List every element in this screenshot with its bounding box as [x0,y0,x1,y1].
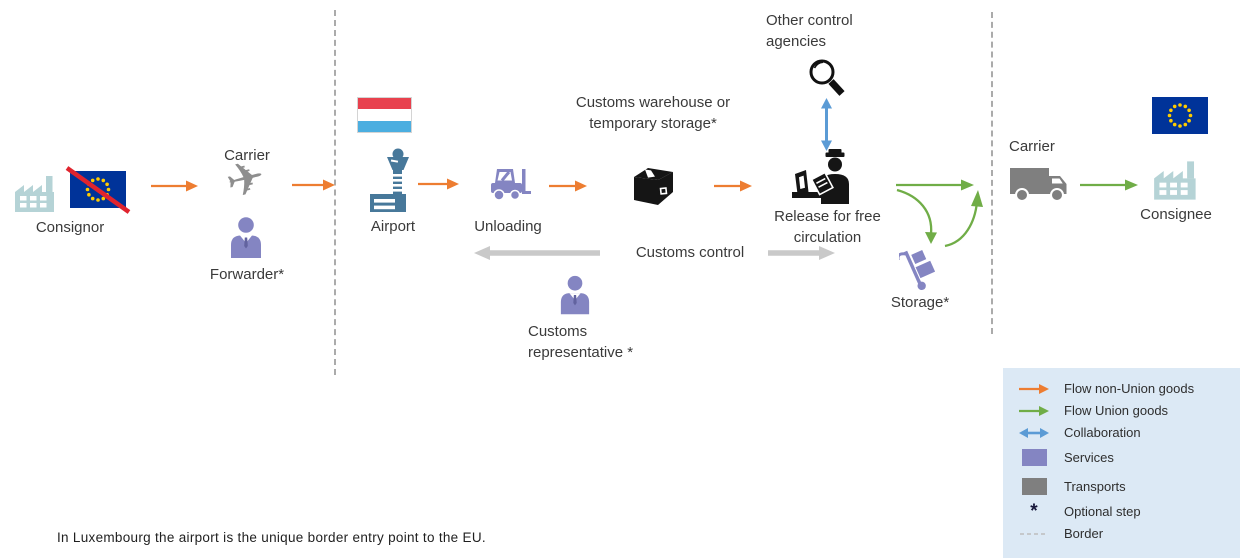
consignee-label: Consignee [1140,206,1212,223]
blue-double-arrow-icon [1017,427,1051,439]
eu-flag-crossed-icon [65,166,131,214]
border-line-right [991,12,993,334]
truck-icon [1010,163,1070,203]
other-control-agencies-label: Other control agencies [766,12,853,50]
magnifier-icon [806,57,848,100]
forwarder-label: Forwarder* [209,266,285,283]
unloading-label: Unloading [474,218,542,235]
green-arrow-icon [1017,405,1051,417]
legend-label: Optional step [1064,504,1141,519]
hand-truck-icon [899,246,941,292]
customs-representative-label: Customs representative * [528,323,634,361]
storage-label: Storage* [890,294,950,311]
consignee-factory-icon [1152,160,1202,200]
collaboration-arrow [820,98,833,151]
airplane-icon: ✈ [220,149,270,209]
consignor-label: Consignor [35,219,105,236]
luxembourg-flag-icon [357,97,412,133]
forklift-icon [486,164,532,202]
flow-arrow-unloading-warehouse [549,180,587,192]
footnote: In Luxembourg the airport is the unique … [57,530,486,545]
legend-label: Collaboration [1064,425,1141,440]
airport-label: Airport [370,218,416,235]
legend-label: Services [1064,450,1114,465]
transport-arrow-left [474,246,600,260]
union-flow-arrow-straight [896,179,974,191]
consignor-factory-icon [13,175,60,212]
release-label: Release for free circulation [774,208,881,246]
airport-tower-icon [370,148,416,212]
legend-row-collaboration: Collaboration [1017,425,1240,440]
carrier-air-label: Carrier [224,147,270,164]
flow-arrow-warehouse-release [714,180,752,192]
transport-arrow-right [768,246,835,260]
legend-row-border: Border [1017,526,1240,541]
legend-row-transports: Transports [1017,478,1240,495]
border-line-left [334,10,336,375]
customs-representative-person-icon [559,275,591,315]
legend: Flow non-Union goods Flow Union goods Co… [1003,368,1240,558]
flow-arrow-carrier-airport [292,179,335,191]
dashed-line-icon [1017,532,1051,536]
orange-arrow-icon [1017,383,1051,395]
carrier-road-label: Carrier [1009,138,1055,155]
warehouse-label: Customs warehouse or temporary storage* [575,94,731,132]
legend-row-flow-union: Flow Union goods [1017,403,1240,418]
flow-arrow-airport-unloading [418,178,459,190]
legend-row-flow-non-union: Flow non-Union goods [1017,381,1240,396]
legend-row-services: Services [1017,449,1240,466]
legend-label: Flow non-Union goods [1064,381,1195,396]
services-swatch-icon [1017,449,1051,466]
forwarder-person-icon [229,217,263,258]
customs-control-label: Customs control [635,244,745,261]
legend-label: Flow Union goods [1064,403,1169,418]
legend-label: Transports [1064,479,1126,494]
eu-flag-icon [1152,97,1208,134]
transports-swatch-icon [1017,478,1051,495]
flow-arrow-consignor-carrier [151,180,198,192]
legend-row-optional-step: * Optional step [1017,500,1240,522]
customs-officer-icon [792,149,852,204]
union-flow-curves [893,186,987,256]
legend-label: Border [1064,526,1104,541]
package-box-icon [627,166,677,206]
asterisk-icon: * [1030,500,1038,522]
union-flow-arrow-carrier-consignee [1080,179,1138,191]
